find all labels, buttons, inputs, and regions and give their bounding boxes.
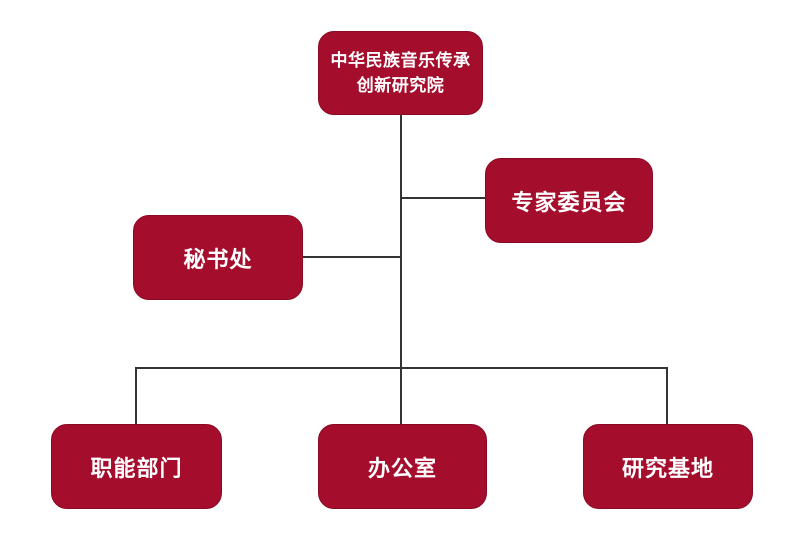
- connector-drop-functional-departments: [135, 367, 137, 425]
- connector-distribution: [135, 367, 668, 369]
- connector-branch-secretariat: [302, 256, 401, 258]
- org-node-root-label-line1: 中华民族音乐传承: [330, 51, 471, 70]
- org-node-root-label: 中华民族音乐传承 创新研究院: [331, 48, 471, 98]
- org-node-expert-committee-label: 专家委员会: [511, 189, 627, 215]
- org-node-functional-departments-label: 职能部门: [90, 455, 183, 481]
- org-node-root: 中华民族音乐传承 创新研究院: [318, 31, 483, 115]
- org-node-office: 办公室: [318, 424, 487, 509]
- org-node-secretariat-label: 秘书处: [183, 246, 253, 272]
- org-node-secretariat: 秘书处: [133, 215, 303, 300]
- org-node-expert-committee: 专家委员会: [485, 158, 653, 243]
- org-node-root-label-line2: 创新研究院: [356, 76, 445, 95]
- connector-trunk: [400, 115, 402, 425]
- org-node-office-label: 办公室: [367, 455, 437, 481]
- org-node-research-base: 研究基地: [583, 424, 753, 509]
- org-node-functional-departments: 职能部门: [51, 424, 222, 509]
- connector-drop-research-base: [666, 367, 668, 425]
- org-node-research-base-label: 研究基地: [621, 455, 714, 481]
- connector-branch-expert-committee: [401, 197, 486, 199]
